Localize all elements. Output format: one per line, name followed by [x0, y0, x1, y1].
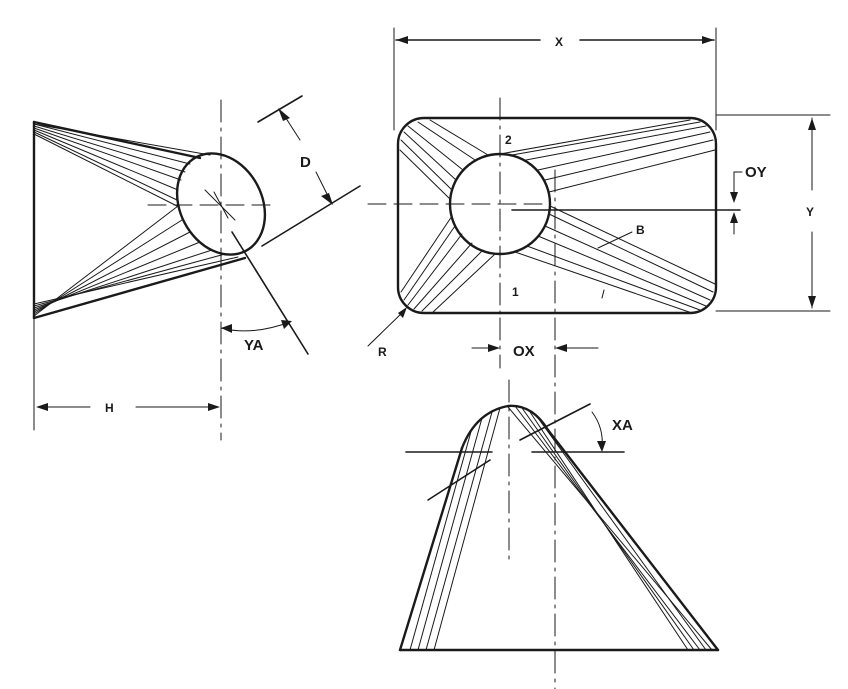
ya-arrow-right: [281, 320, 292, 329]
x-arrow-right: [702, 36, 714, 44]
front-view-right-edge: [546, 428, 720, 652]
xa-label: XA: [612, 417, 633, 434]
edge-number-2: 2: [505, 133, 512, 147]
plan-view-fan-top-right: [499, 119, 716, 193]
plan-view: 2 1 X Y OY B R: [367, 27, 831, 689]
plan-view-fan-top-left: [399, 119, 489, 201]
h-arrow-left: [36, 403, 48, 411]
oy-label: OY: [745, 164, 767, 181]
b-label: B: [636, 223, 645, 237]
front-view-incline-axis-lower: [427, 459, 491, 501]
ya-arrow-left: [221, 324, 232, 333]
r-leader: [367, 309, 406, 347]
h-label: H: [105, 401, 114, 415]
d-extension-upper: [257, 95, 303, 123]
h-arrow-right: [208, 403, 220, 411]
ox-arrow-right: [555, 344, 567, 352]
side-view-center-mark-a: [204, 189, 236, 221]
xa-arrow: [597, 441, 606, 452]
b-leader: [597, 231, 633, 249]
r-arrow: [398, 307, 407, 318]
oy-arrow-top: [730, 192, 738, 203]
side-view: D YA H: [32, 95, 361, 441]
side-view-outlet-ellipse: [175, 152, 267, 256]
side-view-lower-fan: [33, 205, 239, 317]
side-view-upper-fan: [33, 123, 211, 207]
r-label: R: [378, 345, 387, 359]
plan-view-fan-bottom-left: [400, 215, 496, 314]
d-arrow-upper: [278, 108, 290, 121]
front-view-fan-right: [507, 405, 713, 651]
y-arrow-bottom: [808, 296, 816, 308]
front-view-incline-axis-upper: [519, 403, 591, 441]
ox-label: OX: [513, 343, 535, 360]
ox-arrow-left: [488, 344, 500, 352]
y-label: Y: [806, 205, 814, 219]
side-view-bottom-edge: [32, 256, 247, 320]
front-view: XA: [398, 379, 720, 652]
side-view-center-mark-b: [213, 191, 229, 219]
ya-label: YA: [244, 337, 264, 354]
plan-view-base-outline: [396, 116, 718, 315]
y-arrow-top: [808, 118, 816, 130]
slope-tick: [601, 289, 605, 299]
front-view-left-edge: [398, 446, 464, 652]
plan-view-fan-bottom-right: [514, 205, 716, 314]
x-arrow-left: [396, 36, 408, 44]
d-extension-lower: [261, 185, 361, 247]
d-label: D: [300, 154, 311, 171]
side-view-top-edge: [32, 120, 202, 160]
d-arrow-lower: [321, 193, 333, 205]
edge-number-1: 1: [512, 285, 519, 299]
x-label: X: [555, 35, 563, 49]
front-view-fan-left: [409, 407, 501, 651]
oy-arrow-bottom: [730, 212, 738, 223]
side-view-incline-axis: [231, 231, 309, 355]
